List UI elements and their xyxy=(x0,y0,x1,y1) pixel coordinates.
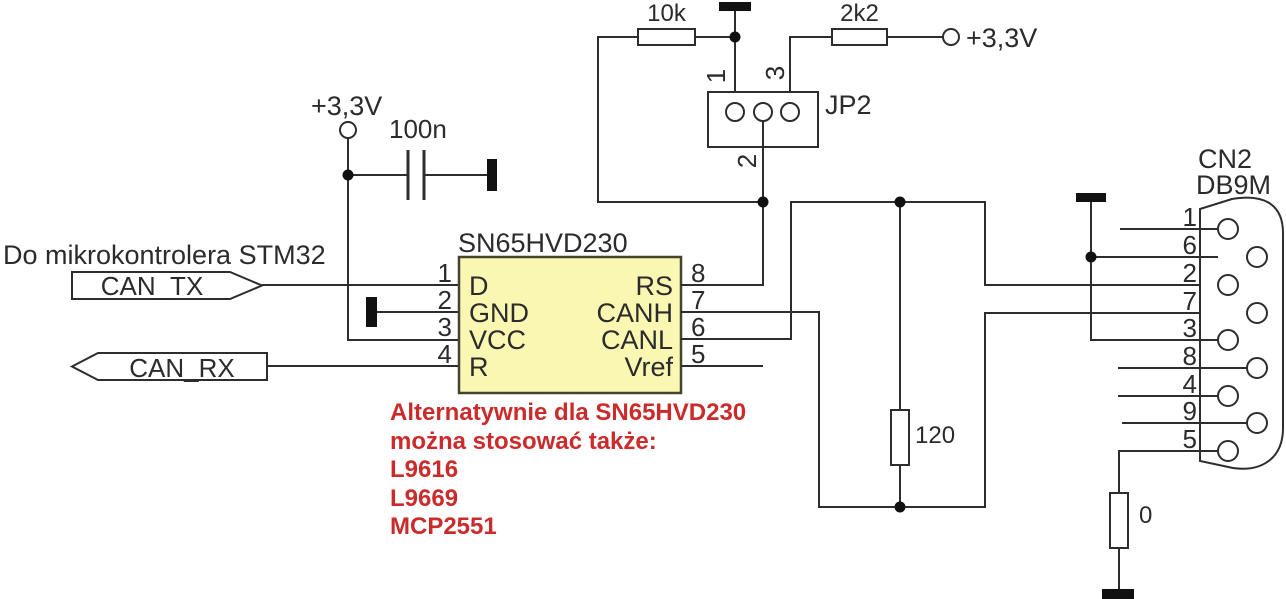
connector-ref: CN2 xyxy=(1198,144,1253,174)
db9-pin8-circle xyxy=(1246,357,1268,379)
ground-icon xyxy=(366,297,377,327)
vcc-terminal-left xyxy=(339,121,357,139)
jp2-pin3-number: 3 xyxy=(760,65,791,81)
ic-pin-rs-name: RS xyxy=(635,271,673,301)
db9-pin3-number: 3 xyxy=(1182,313,1197,343)
ic-pin7-number: 7 xyxy=(691,285,706,315)
alternatives-note: Alternatywnie dla SN65HVD230 można stoso… xyxy=(390,399,746,542)
wire-rs-pullnet xyxy=(597,36,763,203)
jp2-ref-label: JP2 xyxy=(825,90,872,120)
wire-vcc-feed xyxy=(347,138,459,341)
db9-pin2-number: 2 xyxy=(1182,258,1197,288)
mcu-note: Do mikrokontrolera STM32 xyxy=(3,240,326,270)
can-tx-flag xyxy=(71,271,265,300)
resistor-10k-label: 10k xyxy=(647,0,686,27)
junction-dot xyxy=(729,31,741,43)
junction-dot xyxy=(894,196,906,208)
junction-dot xyxy=(894,501,906,513)
note-line: można stosować także: xyxy=(390,427,657,455)
can-rx-label: CAN_RX xyxy=(129,353,235,383)
db9-pin3-circle xyxy=(1217,329,1239,351)
db9-pin4-circle xyxy=(1217,385,1239,407)
ic-pin-r-name: R xyxy=(469,352,489,382)
junction-dot xyxy=(757,196,769,208)
db9-pin2-circle xyxy=(1217,274,1239,296)
vcc-terminal-right xyxy=(942,28,960,46)
ic-title: SN65HVD230 xyxy=(458,228,628,258)
db9-pin7-circle xyxy=(1246,302,1268,324)
db9-connector-outline xyxy=(1199,196,1284,470)
junction-dot xyxy=(342,169,354,181)
ground-icon xyxy=(1076,193,1106,202)
ic-pin-canl-name: CANL xyxy=(600,325,673,355)
resistor-120-label: 120 xyxy=(915,422,956,449)
db9-pin5-number: 5 xyxy=(1182,424,1197,454)
db9-pin1-circle xyxy=(1217,218,1239,240)
ic-pin4-number: 4 xyxy=(437,339,452,369)
resistor-2k2-body xyxy=(831,28,888,46)
ic-pin6-number: 6 xyxy=(691,312,706,342)
note-line: MCP2551 xyxy=(390,513,497,541)
wire-db9-gnd-pin3 xyxy=(1090,202,1218,341)
junction-dot xyxy=(1085,251,1097,263)
db9-pin9-number: 9 xyxy=(1182,396,1197,426)
ic-pin2-number: 2 xyxy=(437,285,452,315)
cap-100n-label: 100n xyxy=(389,114,447,144)
db9-pin5-circle xyxy=(1217,440,1239,462)
db9-pin7-number: 7 xyxy=(1182,286,1197,316)
resistor-120-body xyxy=(890,409,910,466)
connector-type: DB9M xyxy=(1196,170,1272,200)
ground-icon xyxy=(487,159,497,191)
ic-pin-d-name: D xyxy=(469,271,489,301)
db9-pin1-number: 1 xyxy=(1182,202,1197,232)
resistor-2k2-label: 2k2 xyxy=(840,0,879,27)
ground-icon xyxy=(719,2,751,11)
wire-canl xyxy=(681,201,1218,340)
ic-pin5-number: 5 xyxy=(691,339,706,369)
ic-pin-vcc-name: VCC xyxy=(469,325,527,355)
note-line: Alternatywnie dla SN65HVD230 xyxy=(390,399,747,426)
db9-pin6-number: 6 xyxy=(1182,230,1197,260)
ic-pin-gnd-name: GND xyxy=(469,298,529,328)
ground-icon xyxy=(1102,589,1134,599)
wire-db9-pin5 xyxy=(1118,450,1218,493)
ic-pin8-number: 8 xyxy=(691,258,706,288)
jp2-pin2-circle xyxy=(753,102,773,122)
jp2-pin1-circle xyxy=(725,102,745,122)
ic-body xyxy=(457,255,683,395)
resistor-0-body xyxy=(1109,492,1129,549)
vcc-label-left: +3,3V xyxy=(311,91,383,121)
ic-pin-canh-name: CANH xyxy=(596,298,673,328)
ic-pin1-number: 1 xyxy=(437,258,452,288)
jp2-pin3-circle xyxy=(780,102,800,122)
jp2-pin2-number: 2 xyxy=(732,153,763,169)
wire-jp2-pin3-to-2k2 xyxy=(789,36,832,103)
db9-pin8-number: 8 xyxy=(1182,341,1197,371)
ic-pin3-number: 3 xyxy=(437,312,452,342)
note-line: L9616 xyxy=(390,456,459,484)
db9-pin6-circle xyxy=(1246,246,1268,268)
resistor-0-label: 0 xyxy=(1139,502,1153,529)
can-tx-label: CAN_TX xyxy=(100,271,204,301)
can-rx-flag xyxy=(69,352,268,381)
vcc-label-right: +3,3V xyxy=(966,23,1038,53)
note-line: L9669 xyxy=(390,484,459,512)
ic-pin-vref-name: Vref xyxy=(624,352,673,382)
db9-pin4-number: 4 xyxy=(1182,369,1197,399)
resistor-10k-body xyxy=(637,28,696,46)
jp2-pin1-number: 1 xyxy=(701,68,732,84)
wire-rs-pin xyxy=(681,202,764,286)
db9-pin9-circle xyxy=(1246,412,1268,434)
